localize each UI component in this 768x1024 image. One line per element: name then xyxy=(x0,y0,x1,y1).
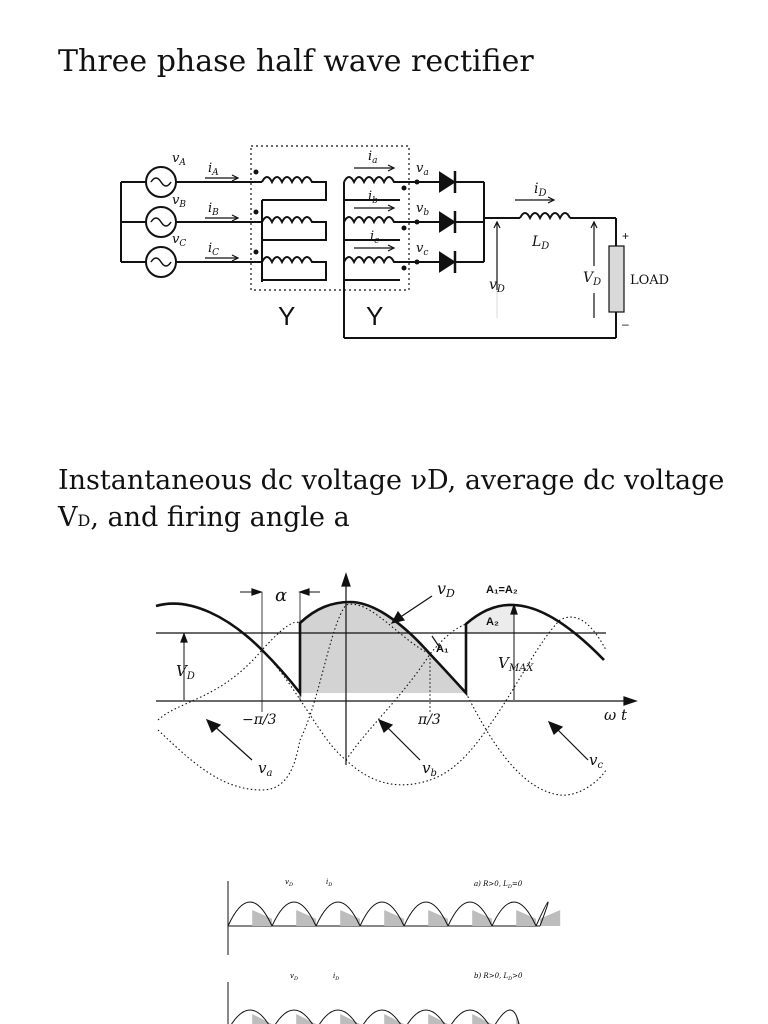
heading-line2-rest: , and firing angle a xyxy=(90,502,350,533)
plot-b-shading xyxy=(252,1014,520,1024)
plot-a-shading xyxy=(252,910,561,926)
svg-text:vA: vA xyxy=(172,151,186,168)
plot-a-shade xyxy=(540,910,561,926)
area-a2 xyxy=(466,604,514,693)
svg-text:−π/3: −π/3 xyxy=(242,712,277,728)
svg-text:LOAD: LOAD xyxy=(630,273,669,288)
svg-text:iD: iD xyxy=(326,878,332,888)
curve-vb-tail xyxy=(465,692,607,796)
diodes xyxy=(410,171,485,273)
plot-b-arch xyxy=(451,1009,489,1024)
secondary-windings xyxy=(343,176,410,338)
time-axis-arrow xyxy=(623,696,638,706)
svg-text:vD: vD xyxy=(285,878,293,888)
plot-a-waves xyxy=(227,901,549,927)
plot-a-arch xyxy=(447,901,493,927)
svg-text:+: + xyxy=(622,229,629,243)
transformer-box xyxy=(250,145,410,291)
svg-text:vb: vb xyxy=(416,201,429,218)
curve-va-2 xyxy=(429,616,607,781)
plot-a-arch xyxy=(491,901,537,927)
svg-text:vb: vb xyxy=(422,759,437,779)
small-plot-b: vD iD b) R>0, LD>0 xyxy=(227,972,523,1024)
svg-text:iD: iD xyxy=(534,181,547,199)
waveform-labels: α vD A₁=A₂ A₂ A₁ VD VMAX −π/3 π/3 ω t va… xyxy=(176,579,628,779)
svg-text:vc: vc xyxy=(589,751,603,771)
svg-text:VD: VD xyxy=(176,662,195,682)
phase-curves xyxy=(157,603,607,796)
svg-text:vD: vD xyxy=(437,579,455,600)
svg-text:VD: VD xyxy=(583,270,601,288)
svg-text:a) R>0, LD=0: a) R>0, LD=0 xyxy=(474,880,523,890)
svg-text:va: va xyxy=(416,161,429,178)
svg-text:Y: Y xyxy=(278,301,295,331)
svg-text:vC: vC xyxy=(172,232,186,249)
svg-text:π/3: π/3 xyxy=(417,712,441,728)
svg-text:iD: iD xyxy=(333,972,339,982)
heading-line2-v: V xyxy=(58,502,78,533)
plot-b-arch xyxy=(231,1009,269,1024)
plot-a-arch xyxy=(403,901,449,927)
plot-a-shade xyxy=(252,910,272,926)
rectifier-circuit xyxy=(120,145,625,339)
svg-text:vc: vc xyxy=(416,241,428,258)
svg-text:vB: vB xyxy=(172,193,186,210)
shaded-area xyxy=(300,602,466,693)
svg-text:A₁: A₁ xyxy=(436,643,449,655)
svg-text:b) R>0, LD>0: b) R>0, LD>0 xyxy=(474,972,523,982)
waveform-diagram xyxy=(155,572,638,796)
plot-b-arch xyxy=(494,1009,520,1024)
small-plots: vD iD a) R>0, LD=0 vD iD b) R>0, LD>0 xyxy=(227,878,561,1024)
svg-text:α: α xyxy=(275,585,287,606)
plot-b-arch xyxy=(407,1009,445,1024)
plot-a-shade xyxy=(472,910,492,926)
vd-envelope xyxy=(155,600,605,697)
load-resistor xyxy=(608,245,625,313)
plot-a-shade xyxy=(428,910,448,926)
plot-a-arch xyxy=(271,901,317,927)
primary-windings xyxy=(261,176,327,282)
plot-b-arch xyxy=(363,1009,401,1024)
plot-a-arch xyxy=(359,901,405,927)
svg-text:ic: ic xyxy=(370,229,379,246)
plot-a-arch xyxy=(315,901,361,927)
plot-a-shade xyxy=(340,910,360,926)
heading-line2-sub: D xyxy=(77,511,91,530)
svg-text:VMAX: VMAX xyxy=(498,654,534,674)
svg-text:va: va xyxy=(258,759,272,779)
svg-text:iB: iB xyxy=(208,201,219,218)
heading-line1: Instantaneous dc voltage νD, average dc … xyxy=(58,465,725,496)
svg-text:ib: ib xyxy=(368,189,378,206)
svg-text:Y: Y xyxy=(366,301,383,331)
curve-vc-2 xyxy=(345,623,467,761)
svg-text:–: – xyxy=(622,317,629,331)
vertical-axis-arrow xyxy=(341,572,351,587)
plot-b-arch xyxy=(275,1009,313,1024)
plot-a-shade xyxy=(516,910,536,926)
inductor-ld xyxy=(519,212,571,221)
svg-text:LD: LD xyxy=(531,234,549,252)
svg-text:iC: iC xyxy=(208,241,219,258)
svg-text:A₁=A₂: A₁=A₂ xyxy=(486,584,518,596)
plot-b-arch xyxy=(319,1009,357,1024)
plot-a-arch xyxy=(535,901,549,927)
plot-a-shade xyxy=(384,910,404,926)
svg-text:ω t: ω t xyxy=(604,706,628,724)
plot-a-shade xyxy=(296,910,316,926)
svg-text:iA: iA xyxy=(208,161,219,178)
plot-a-arch xyxy=(227,901,273,927)
small-plot-a: vD iD a) R>0, LD=0 xyxy=(227,878,561,955)
plot-b-waves xyxy=(231,1009,520,1024)
page-title: Three phase half wave rectifier xyxy=(58,44,534,79)
ac-source-c xyxy=(145,246,177,278)
section-heading: Instantaneous dc voltage νD, average dc … xyxy=(58,462,758,539)
svg-text:A₂: A₂ xyxy=(486,616,499,628)
svg-text:vD: vD xyxy=(290,972,298,982)
svg-text:ia: ia xyxy=(368,149,378,166)
